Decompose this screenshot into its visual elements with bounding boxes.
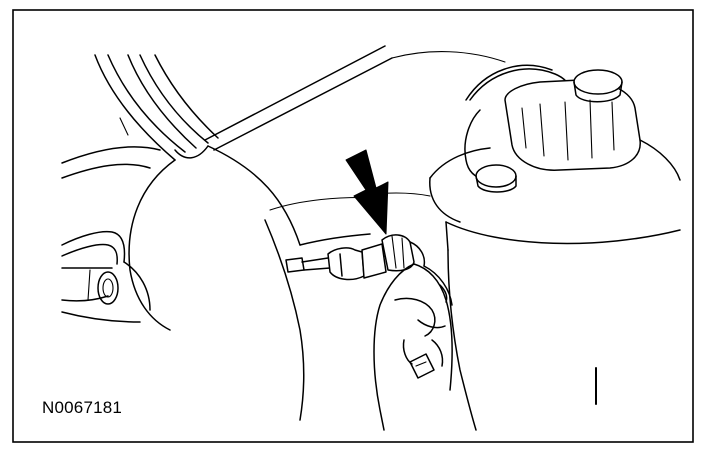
figure-border bbox=[12, 9, 694, 443]
left-bracket bbox=[61, 230, 151, 323]
reservoir-body bbox=[429, 139, 681, 431]
upper-strut bbox=[204, 45, 506, 151]
lower-hose bbox=[373, 263, 453, 431]
figure-id-label: N0067181 bbox=[42, 398, 123, 417]
callout-arrow-icon bbox=[345, 149, 389, 235]
sensor-connector bbox=[285, 234, 426, 281]
reservoir-cap bbox=[464, 64, 641, 193]
upper-hoses bbox=[61, 54, 219, 179]
